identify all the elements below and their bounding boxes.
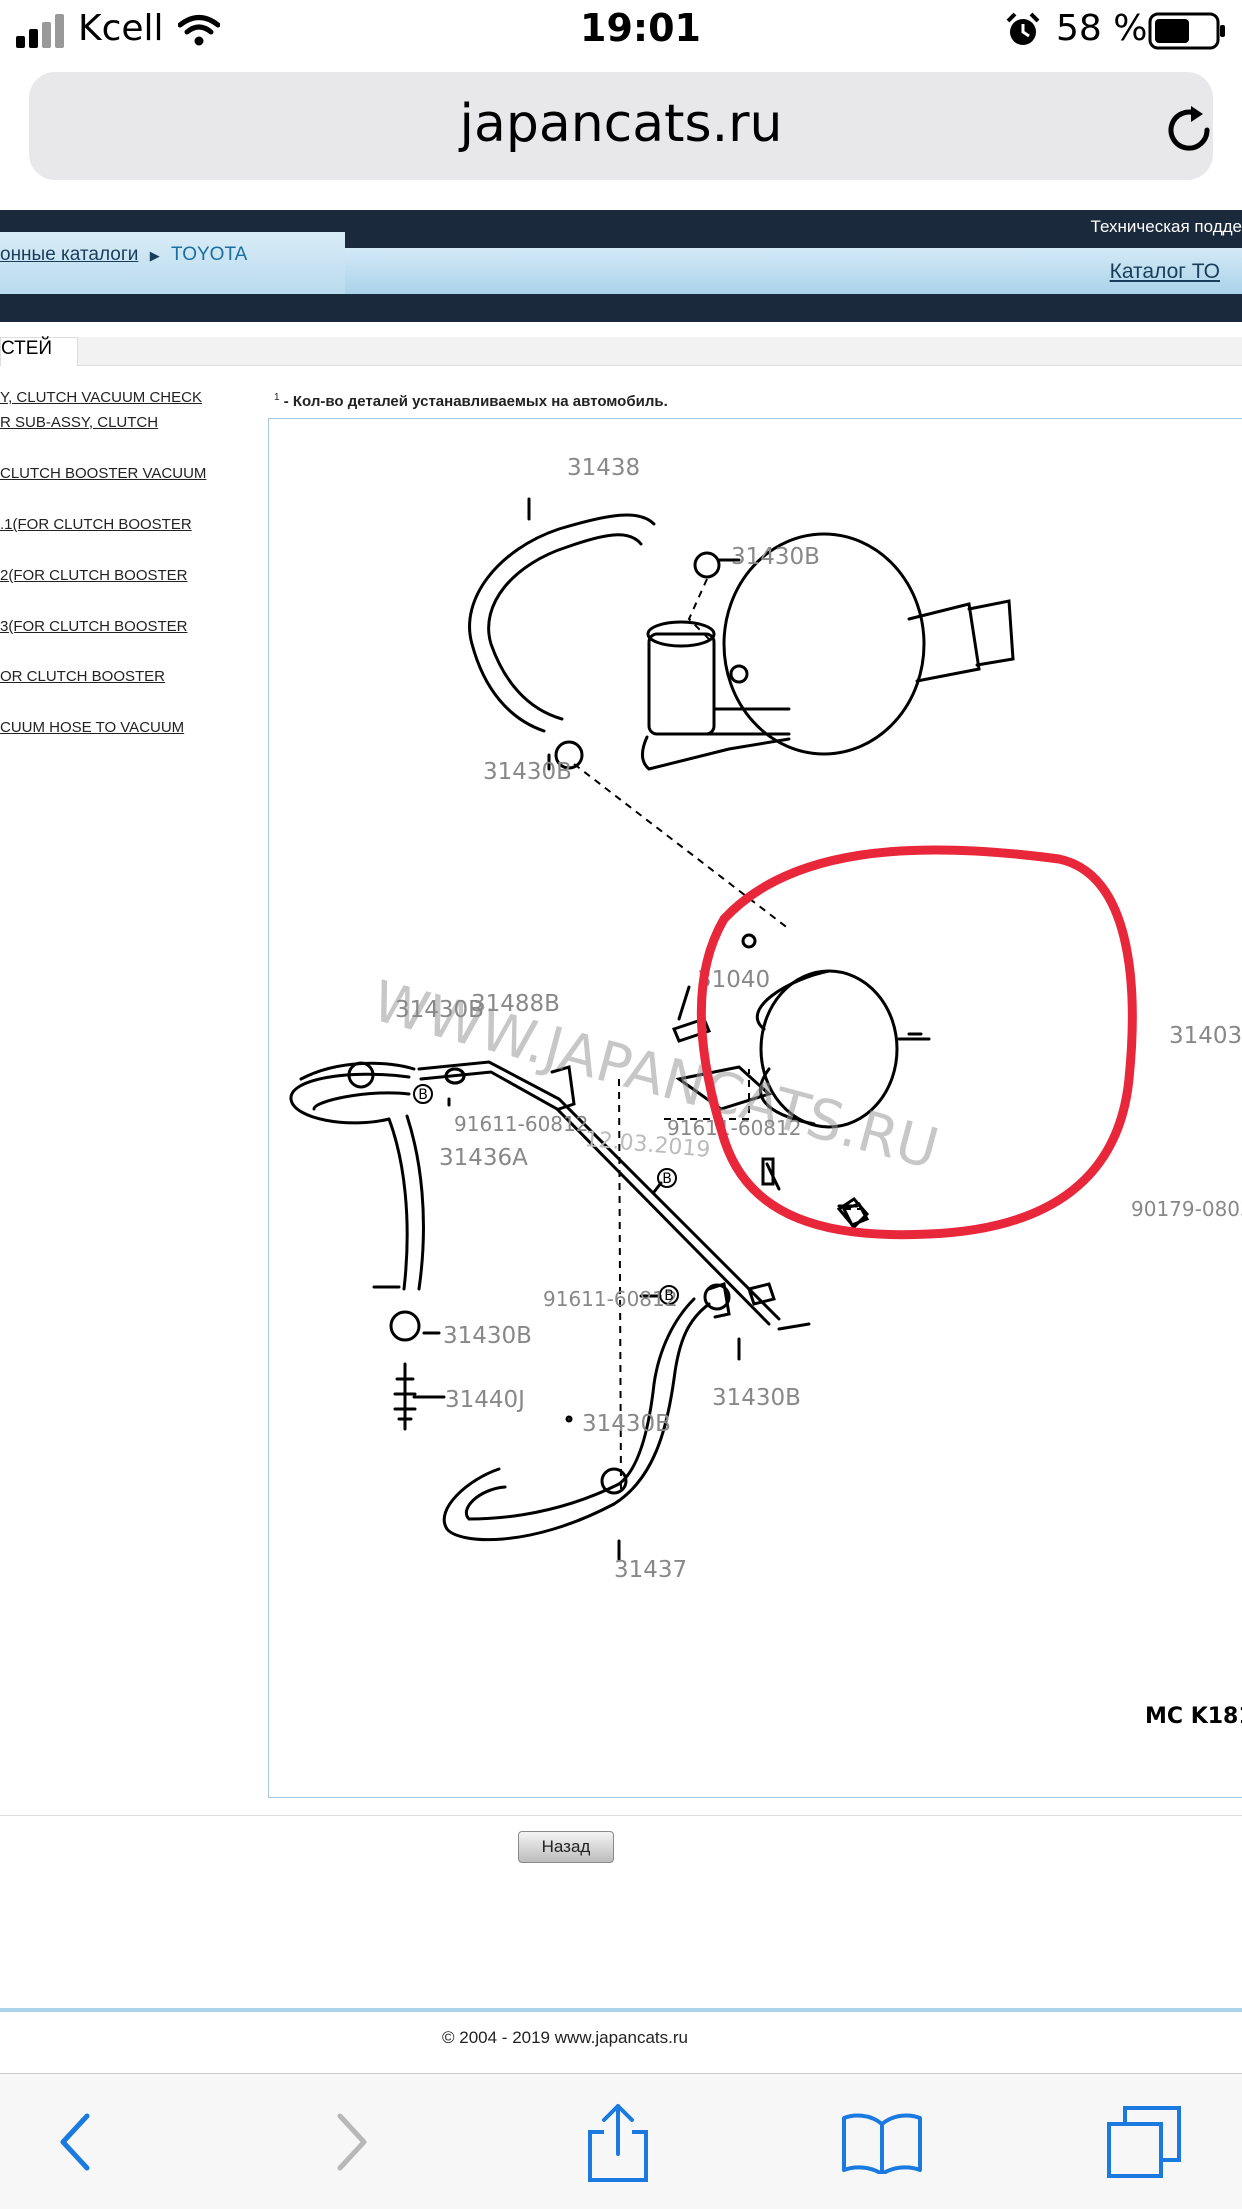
- hose-31437: [442, 1467, 616, 1542]
- label-31430B: 31430B: [443, 1323, 532, 1349]
- browser-toolbar: [0, 2073, 1242, 2209]
- book-icon[interactable]: [840, 2112, 924, 2174]
- label-31430B: 31430B: [395, 997, 484, 1023]
- highlight-circle: [696, 845, 1137, 1240]
- carrier-name: Kcell: [78, 8, 164, 49]
- back-button[interactable]: Назад: [518, 1831, 614, 1863]
- chevron-right-icon[interactable]: [332, 2112, 372, 2172]
- alarm-icon: [1006, 12, 1040, 45]
- hose-31436A: [289, 1072, 411, 1125]
- label-31437: 31437: [614, 1557, 687, 1583]
- breadcrumb-arrow-icon: ▶: [149, 248, 160, 263]
- diagram-code: MC K181: [1145, 1704, 1242, 1729]
- label-91611-60812: 91611-60812: [454, 1112, 588, 1136]
- tab-parts[interactable]: СТЕЙ: [0, 337, 78, 366]
- chevron-left-icon[interactable]: [55, 2112, 95, 2172]
- bolt-marker: B: [662, 1171, 672, 1187]
- label-91611-60812: 91611-60812: [667, 1116, 801, 1140]
- sidebar-item[interactable]: CUUM HOSE TO VACUUM: [0, 719, 185, 736]
- label-31436A: 31436A: [439, 1145, 528, 1171]
- breadcrumb-bar: [0, 232, 345, 294]
- sidebar-item[interactable]: Y, CLUTCH VACUUM CHECK: [0, 389, 202, 406]
- header-strip: [345, 248, 1242, 294]
- tab-divider: [0, 365, 1242, 366]
- label-31430B: 31430B: [582, 1411, 671, 1437]
- sidebar-item[interactable]: 2(FOR CLUTCH BOOSTER: [0, 567, 188, 584]
- footnote-mark: 1: [274, 392, 280, 403]
- label-31430B: 31430B: [731, 544, 820, 570]
- sidebar-item[interactable]: CLUTCH BOOSTER VACUUM: [0, 465, 207, 482]
- support-link[interactable]: Техническая подде: [1090, 217, 1242, 236]
- label-31488B: 31488B: [471, 991, 560, 1017]
- label-31440J: 31440J: [445, 1387, 525, 1413]
- reservoir: [647, 632, 716, 736]
- label-31430B: 31430B: [483, 759, 572, 785]
- tab-strip: [78, 337, 1242, 365]
- tabs-icon[interactable]: [1105, 2104, 1183, 2180]
- wifi-icon: [178, 15, 220, 46]
- sidebar-item[interactable]: .1(FOR CLUTCH BOOSTER: [0, 516, 192, 533]
- url-text[interactable]: japancats.ru: [459, 94, 783, 154]
- catalog-to-link[interactable]: Каталог ТО: [1109, 260, 1220, 283]
- share-icon[interactable]: [586, 2102, 650, 2184]
- sidebar-item[interactable]: R SUB-ASSY, CLUTCH: [0, 414, 159, 431]
- pipe-31488B: [417, 1060, 781, 1321]
- hose-31438: [468, 513, 656, 733]
- signal-icon: [16, 14, 64, 48]
- status-bar: Kcell 19:01 58 %: [0, 0, 1242, 62]
- address-bar[interactable]: japancats.ru: [29, 72, 1213, 180]
- sidebar-item[interactable]: OR CLUTCH BOOSTER: [0, 668, 166, 685]
- label-31403: 31403: [1169, 1023, 1242, 1049]
- footnote-text: - Кол-во деталей устанавливаемых на авто…: [279, 393, 668, 410]
- clock-time: 19:01: [580, 6, 701, 50]
- footer-line: [0, 2008, 1242, 2012]
- breadcrumb: онные каталоги ▶ TOYOTA: [0, 244, 247, 266]
- breadcrumb-brand[interactable]: TOYOTA: [170, 244, 248, 265]
- battery-percent: 58 %: [1056, 8, 1148, 49]
- diagram-svg: WWW.JAPANCATS.RU 12.03.2019 31438 31430B…: [289, 455, 1242, 1729]
- copyright: © 2004 - 2019 www.japancats.ru: [442, 2028, 688, 2047]
- bolt-marker: B: [664, 1288, 674, 1304]
- sidebar-item[interactable]: 3(FOR CLUTCH BOOSTER: [0, 618, 188, 635]
- label-91611-60812: 91611-60812: [543, 1287, 677, 1311]
- content-divider: [0, 1815, 1242, 1816]
- label-31430B: 31430B: [712, 1385, 801, 1411]
- bolt-marker: B: [418, 1087, 428, 1103]
- footnote: 1 - Кол-во деталей устанавливаемых на ав…: [274, 392, 668, 410]
- reload-icon[interactable]: [1159, 100, 1219, 160]
- battery-icon: [1148, 12, 1225, 50]
- parts-diagram: WWW.JAPANCATS.RU 12.03.2019 31438 31430B…: [268, 418, 1242, 1798]
- brake-booster: [722, 532, 926, 756]
- breadcrumb-catalogs-link[interactable]: онные каталоги: [0, 244, 139, 265]
- label-31438: 31438: [567, 455, 640, 481]
